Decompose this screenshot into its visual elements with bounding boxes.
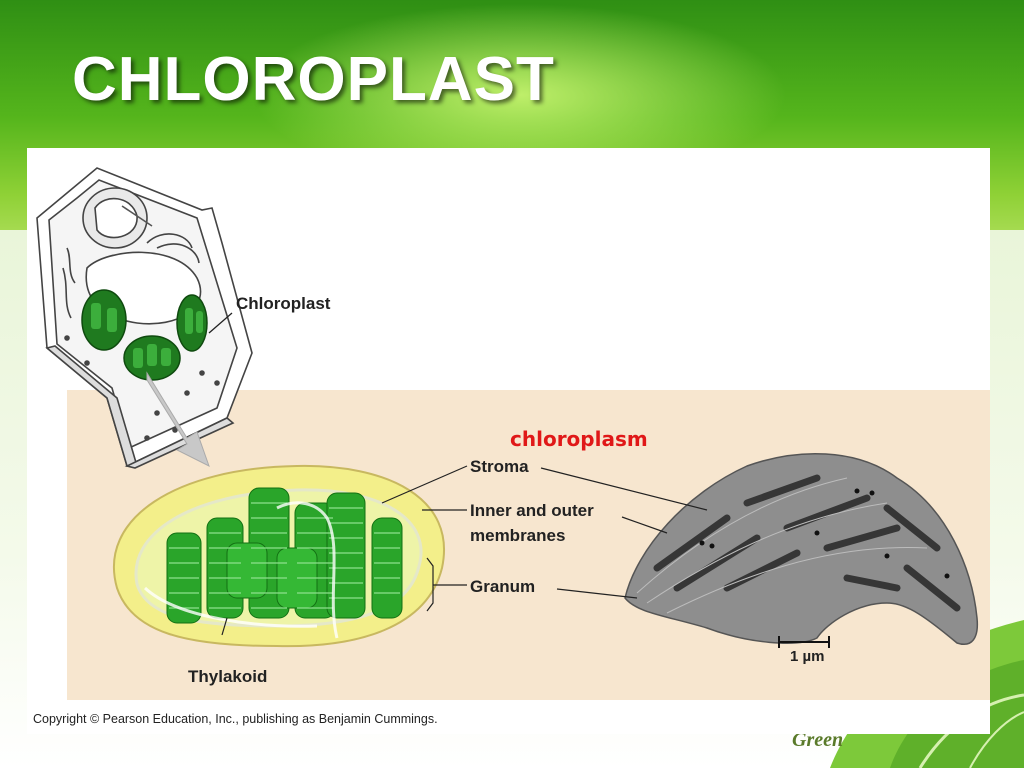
electron-micrograph: [624, 453, 979, 648]
label-chloroplast: Chloroplast: [236, 294, 331, 313]
brand-word: Green: [792, 729, 844, 751]
copyright-notice: Copyright © Pearson Education, Inc., pub…: [33, 712, 438, 726]
page-title: CHLOROPLAST: [72, 45, 555, 114]
cell-chloroplasts: [81, 289, 233, 381]
plant-cell-drawing: [36, 167, 253, 469]
chloroplast-cutaway: [112, 464, 445, 648]
label-membranes-line1: Inner and outer: [470, 501, 594, 520]
label-chloroplasm: chloroplasm: [510, 427, 648, 451]
figure-panel: Chloroplast chloroplasm Stroma Inner and…: [27, 148, 990, 734]
label-stroma: Stroma: [470, 457, 529, 476]
zoom-arrow-icon: [146, 371, 210, 468]
label-membranes-line2: membranes: [470, 526, 566, 545]
chloroplast-diagram: [36, 167, 979, 648]
leader-lines: [221, 465, 708, 636]
label-scale: 1 µm: [790, 648, 825, 665]
label-thylakoid: Thylakoid: [188, 667, 268, 686]
label-granum: Granum: [470, 577, 536, 596]
